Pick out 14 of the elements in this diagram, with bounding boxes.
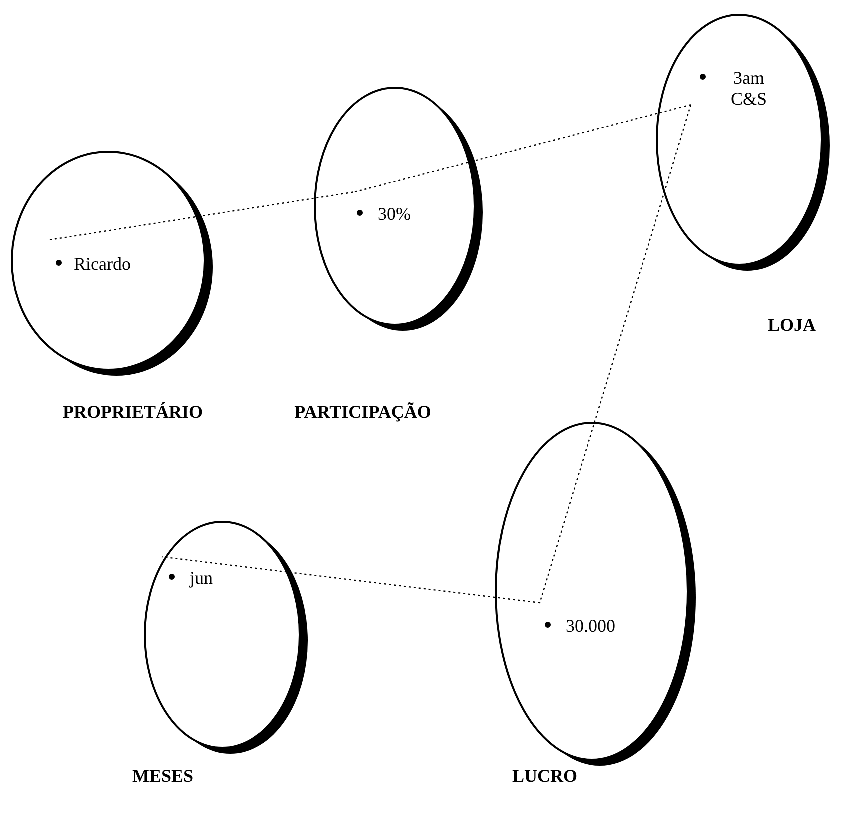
dimension-title: LOJA: [768, 315, 816, 336]
value-text: Ricardo: [74, 254, 131, 275]
dimension-title: LUCRO: [512, 766, 578, 787]
connector-line: [162, 556, 540, 604]
value-text: 3am C&S: [730, 68, 768, 110]
dimension-title: MESES: [132, 766, 194, 787]
value-text: 30%: [378, 204, 411, 225]
connector-line: [50, 191, 356, 241]
dimension-title: PARTICIPAÇÃO: [294, 402, 432, 423]
dimension-title: PROPRIETÁRIO: [63, 402, 203, 423]
value-text: 30.000: [566, 616, 616, 637]
connector-line: [354, 104, 692, 193]
value-text: jun: [190, 568, 214, 589]
connector-line: [539, 104, 692, 604]
